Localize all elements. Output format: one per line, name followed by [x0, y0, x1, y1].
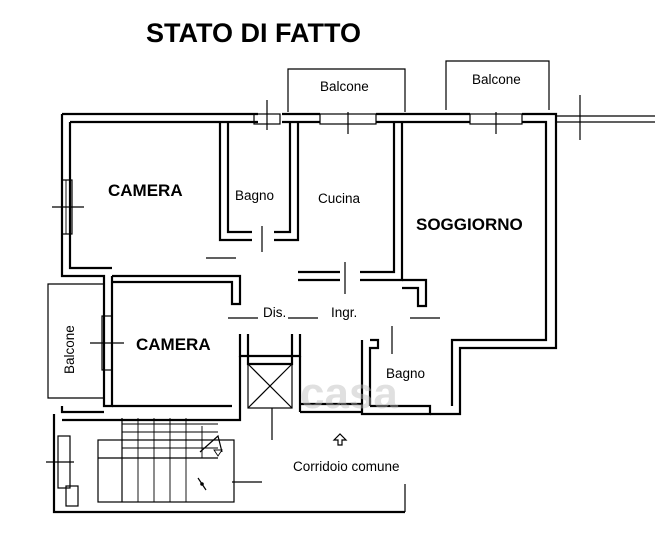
- label-cucina: Cucina: [318, 191, 361, 206]
- window-top-bagno: [253, 100, 281, 130]
- label-corridoio: Corridoio comune: [293, 459, 400, 474]
- outer-walls: [60, 95, 655, 416]
- label-dis: Dis.: [263, 305, 286, 320]
- window-left-mid: [90, 315, 124, 371]
- watermark: casa: [300, 369, 398, 418]
- label-bagno-bottom: Bagno: [386, 366, 425, 381]
- window-left-top: [52, 179, 84, 235]
- interior-walls: [52, 122, 440, 514]
- label-camera-bottom: CAMERA: [136, 335, 211, 354]
- label-ingr: Ingr.: [331, 305, 357, 320]
- balcony-top-2: Balcone: [445, 60, 550, 110]
- balcony-top-1: Balcone: [287, 68, 406, 112]
- label-balcone-2: Balcone: [472, 72, 521, 87]
- plan-title: STATO DI FATTO: [146, 18, 361, 48]
- window-left-stairs: [46, 435, 74, 489]
- staircase: [65, 418, 235, 507]
- label-bagno-top: Bagno: [235, 188, 274, 203]
- window-top-soggiorno: [469, 112, 523, 134]
- balcony-left: Balcone: [47, 283, 104, 399]
- label-soggiorno: SOGGIORNO: [416, 215, 523, 234]
- label-camera-top: CAMERA: [108, 181, 183, 200]
- window-top-cucina: [319, 112, 377, 134]
- label-balcone-1: Balcone: [320, 79, 369, 94]
- label-balcone-left: Balcone: [62, 325, 77, 374]
- entrance-arrow-icon: [332, 433, 348, 446]
